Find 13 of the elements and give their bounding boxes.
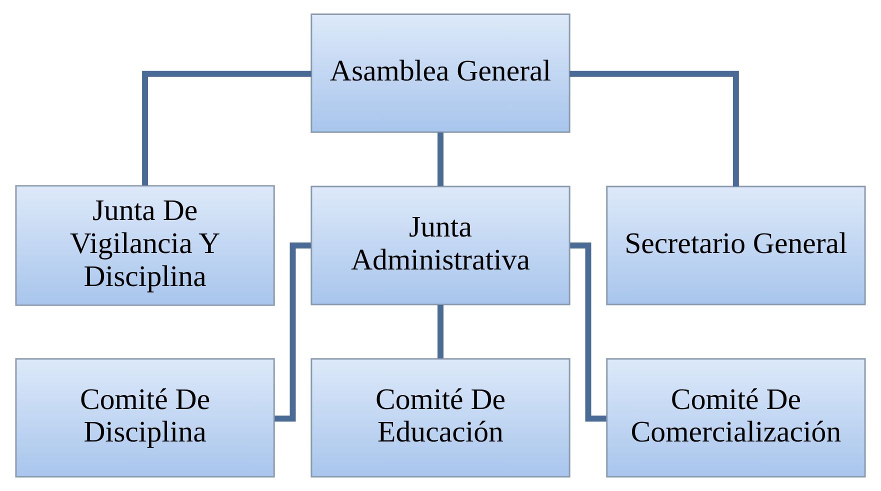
node-box: Comité De Educación <box>310 358 570 478</box>
node-box: Comité De Comercialización <box>606 358 866 478</box>
connector <box>438 304 444 358</box>
connector <box>570 70 739 186</box>
node-box: Secretario General <box>606 186 866 306</box>
node-box: Asamblea General <box>310 13 570 133</box>
connector <box>570 242 606 422</box>
node-box: Junta Administrativa <box>310 186 570 306</box>
connector <box>438 132 444 186</box>
connector <box>142 70 312 186</box>
node-box: Comité De Disciplina <box>15 358 275 478</box>
connector <box>274 242 311 422</box>
node-box: Junta De Vigilancia Y Disciplina <box>15 185 275 306</box>
